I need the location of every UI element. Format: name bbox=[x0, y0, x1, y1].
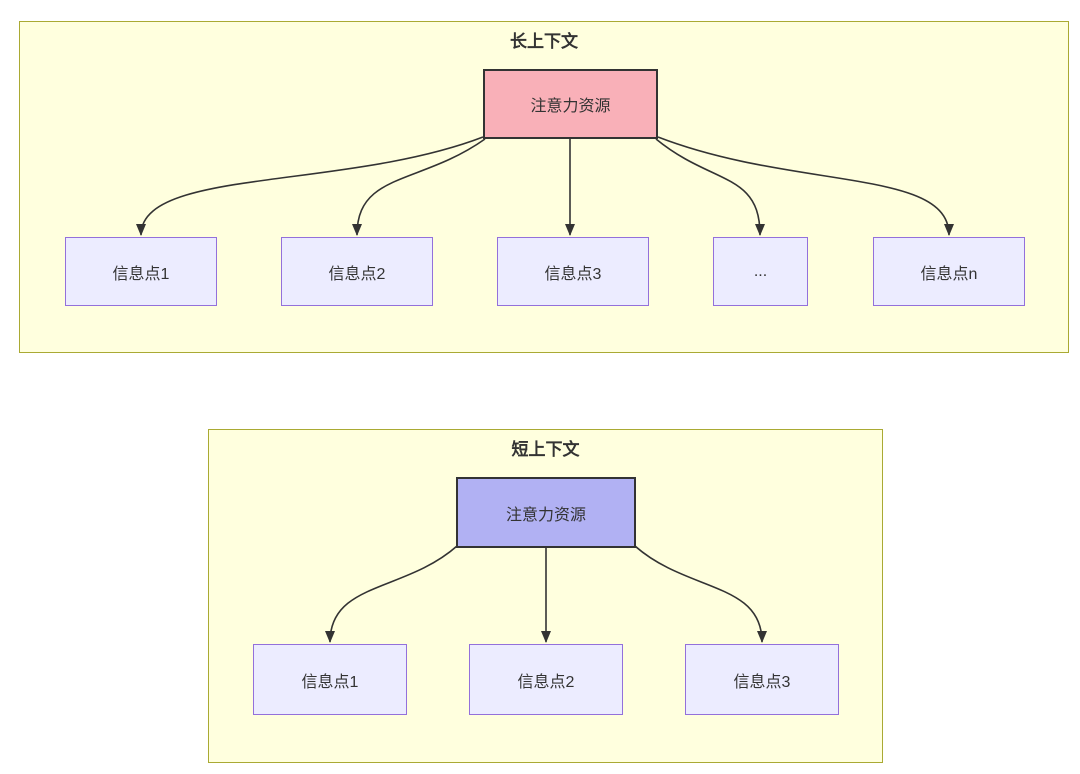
info-node-ellipsis-label: ... bbox=[753, 262, 768, 280]
info-node-1: 信息点1 bbox=[65, 237, 217, 306]
attention-resource-label-short: 注意力资源 bbox=[505, 506, 586, 524]
short-info-node-3-label: 信息点3 bbox=[733, 673, 791, 691]
info-node-1-label: 信息点1 bbox=[112, 265, 170, 283]
short-context-title: 短上下文 bbox=[511, 440, 580, 459]
info-node-3: 信息点3 bbox=[497, 237, 649, 306]
info-node-n-label: 信息点n bbox=[920, 265, 978, 283]
long-context-title: 长上下文 bbox=[510, 32, 578, 51]
info-node-n: 信息点n bbox=[873, 237, 1025, 306]
short-info-node-2-label: 信息点2 bbox=[517, 673, 575, 691]
short-info-node-1-label: 信息点1 bbox=[301, 673, 359, 691]
attention-resource-label-long: 注意力资源 bbox=[530, 98, 611, 115]
attention-resource-box-long: 注意力资源 bbox=[483, 69, 658, 139]
attention-resource-box-short: 注意力资源 bbox=[456, 477, 636, 548]
info-node-3-label: 信息点3 bbox=[544, 265, 602, 283]
info-node-2: 信息点2 bbox=[281, 237, 433, 306]
short-info-node-3: 信息点3 bbox=[685, 644, 839, 715]
short-info-node-1: 信息点1 bbox=[253, 644, 407, 715]
short-info-node-2: 信息点2 bbox=[469, 644, 623, 715]
info-node-2-label: 信息点2 bbox=[328, 265, 386, 283]
info-node-ellipsis: ... bbox=[713, 237, 808, 306]
